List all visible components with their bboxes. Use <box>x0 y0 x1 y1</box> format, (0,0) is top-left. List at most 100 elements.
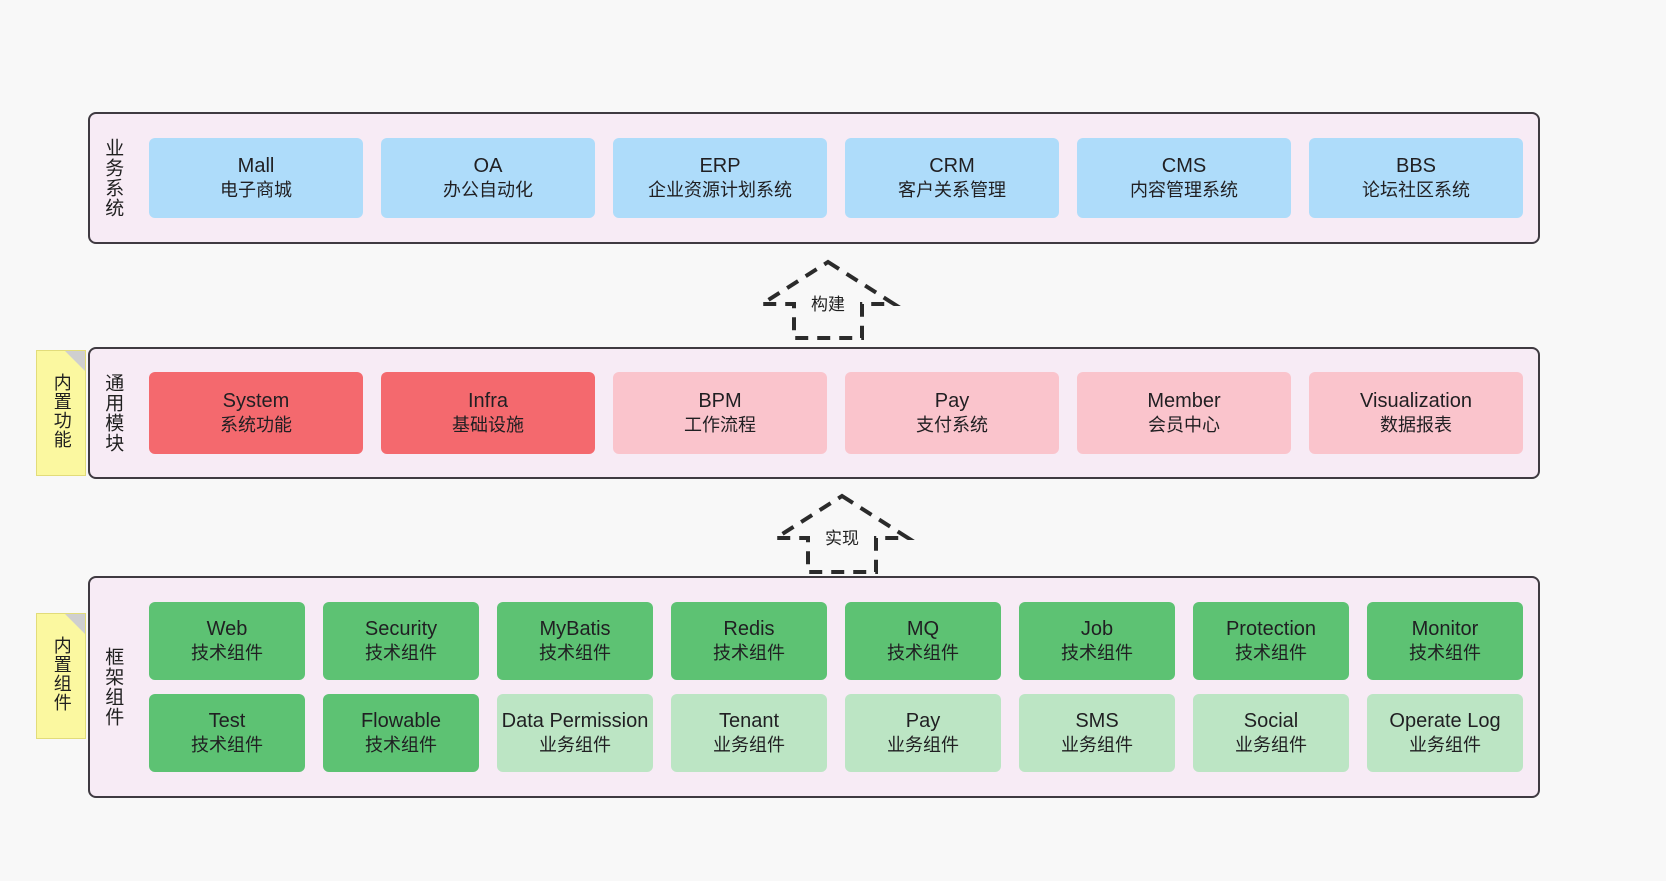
module-card-oa[interactable]: OA 办公自动化 <box>381 138 595 218</box>
module-card-infra[interactable]: Infra 基础设施 <box>381 372 595 454</box>
module-card-subtitle: 业务组件 <box>1061 735 1133 756</box>
module-card-subtitle: 技术组件 <box>365 735 437 756</box>
module-card-subtitle: 技术组件 <box>713 643 785 664</box>
module-card-flowable[interactable]: Flowable 技术组件 <box>323 694 479 772</box>
module-card-title: Member <box>1147 389 1221 412</box>
module-card-title: Data Permission <box>501 709 649 732</box>
module-card-security[interactable]: Security 技术组件 <box>323 602 479 680</box>
module-card-title: Pay <box>934 389 970 412</box>
module-card-title: Mall <box>237 154 275 177</box>
layer-label-business-system: 业务系统 <box>102 138 124 218</box>
module-card-subtitle: 论坛社区系统 <box>1362 180 1470 201</box>
module-card-member[interactable]: Member 会员中心 <box>1077 372 1291 454</box>
module-card-mybatis[interactable]: MyBatis 技术组件 <box>497 602 653 680</box>
module-card-title: Tenant <box>718 709 780 732</box>
module-card-title: Web <box>206 617 248 640</box>
module-card-title: Protection <box>1225 617 1317 640</box>
module-card-sms[interactable]: SMS 业务组件 <box>1019 694 1175 772</box>
module-card-subtitle: 办公自动化 <box>443 180 533 201</box>
module-card-redis[interactable]: Redis 技术组件 <box>671 602 827 680</box>
module-card-test[interactable]: Test 技术组件 <box>149 694 305 772</box>
dashed-hollow-arrow-up-icon <box>769 493 915 574</box>
module-card-subtitle: 技术组件 <box>1061 643 1133 664</box>
module-card-erp[interactable]: ERP 企业资源计划系统 <box>613 138 827 218</box>
layer-label-common-module: 通用模块 <box>102 373 124 453</box>
module-card-subtitle: 电子商城 <box>220 180 292 201</box>
module-card-visualization[interactable]: Visualization 数据报表 <box>1309 372 1523 454</box>
module-card-title: SMS <box>1075 709 1119 732</box>
module-card-protection[interactable]: Protection 技术组件 <box>1193 602 1349 680</box>
sticky-note-builtin-component: 内置组件 <box>36 613 86 739</box>
module-card-bpm[interactable]: BPM 工作流程 <box>613 372 827 454</box>
module-card-subtitle: 技术组件 <box>539 643 611 664</box>
module-card-title: OA <box>473 154 503 177</box>
module-card-subtitle: 数据报表 <box>1380 415 1452 436</box>
connector-label: 构建 <box>811 295 845 314</box>
framework-component-grid: Web 技术组件 Security 技术组件 MyBatis 技术组件 Redi… <box>134 578 1538 796</box>
module-card-title: CMS <box>1161 154 1207 177</box>
connector-label: 实现 <box>825 529 859 548</box>
module-card-subtitle: 技术组件 <box>1409 643 1481 664</box>
sticky-note-builtin-function: 内置功能 <box>36 350 86 476</box>
module-card-title: MQ <box>906 617 940 640</box>
framework-business-component-row: Test 技术组件 Flowable 技术组件 Data Permission … <box>140 694 1532 772</box>
module-card-title: Job <box>1080 617 1114 640</box>
common-module-card-list: System 系统功能 Infra 基础设施 BPM 工作流程 Pay 支付系统… <box>134 349 1538 477</box>
module-card-crm[interactable]: CRM 客户关系管理 <box>845 138 1059 218</box>
module-card-bbs[interactable]: BBS 论坛社区系统 <box>1309 138 1523 218</box>
module-card-pay[interactable]: Pay 支付系统 <box>845 372 1059 454</box>
module-card-monitor[interactable]: Monitor 技术组件 <box>1367 602 1523 680</box>
module-card-subtitle: 系统功能 <box>220 415 292 436</box>
module-card-title: ERP <box>699 154 741 177</box>
layer-framework-component: 框架组件 Web 技术组件 Security 技术组件 MyBatis 技术组件… <box>88 576 1540 798</box>
module-card-title: Flowable <box>360 709 442 732</box>
module-card-title: Infra <box>467 389 509 412</box>
module-card-mq[interactable]: MQ 技术组件 <box>845 602 1001 680</box>
module-card-subtitle: 业务组件 <box>539 735 611 756</box>
module-card-title: Visualization <box>1360 389 1472 412</box>
module-card-job[interactable]: Job 技术组件 <box>1019 602 1175 680</box>
module-card-subtitle: 技术组件 <box>191 735 263 756</box>
dashed-hollow-arrow-up-icon <box>755 259 901 340</box>
module-card-social[interactable]: Social 业务组件 <box>1193 694 1349 772</box>
module-card-title: CRM <box>929 154 975 177</box>
layer-label-framework-component: 框架组件 <box>102 647 124 727</box>
layer-common-module: 通用模块 System 系统功能 Infra 基础设施 BPM 工作流程 Pay… <box>88 347 1540 479</box>
module-card-subtitle: 技术组件 <box>1235 643 1307 664</box>
module-card-subtitle: 会员中心 <box>1148 415 1220 436</box>
module-card-title: Operate Log <box>1389 709 1501 732</box>
module-card-subtitle: 基础设施 <box>452 415 524 436</box>
module-card-subtitle: 业务组件 <box>713 735 785 756</box>
connector-build: 构建 <box>755 258 901 340</box>
module-card-subtitle: 业务组件 <box>1235 735 1307 756</box>
module-card-subtitle: 技术组件 <box>191 643 263 664</box>
module-card-subtitle: 支付系统 <box>916 415 988 436</box>
module-card-title: Pay <box>905 709 941 732</box>
module-card-title: Monitor <box>1411 617 1479 640</box>
framework-tech-component-row: Web 技术组件 Security 技术组件 MyBatis 技术组件 Redi… <box>140 602 1532 680</box>
module-card-subtitle: 技术组件 <box>887 643 959 664</box>
module-card-title: Security <box>364 617 438 640</box>
module-card-title: BPM <box>698 389 742 412</box>
module-card-operate-log[interactable]: Operate Log 业务组件 <box>1367 694 1523 772</box>
module-card-web[interactable]: Web 技术组件 <box>149 602 305 680</box>
module-card-tenant[interactable]: Tenant 业务组件 <box>671 694 827 772</box>
module-card-subtitle: 企业资源计划系统 <box>648 180 792 201</box>
module-card-subtitle: 工作流程 <box>684 415 756 436</box>
module-card-subtitle: 业务组件 <box>887 735 959 756</box>
module-card-title: System <box>222 389 290 412</box>
module-card-cms[interactable]: CMS 内容管理系统 <box>1077 138 1291 218</box>
module-card-system[interactable]: System 系统功能 <box>149 372 363 454</box>
module-card-title: MyBatis <box>539 617 611 640</box>
module-card-title: Redis <box>723 617 775 640</box>
module-card-subtitle: 技术组件 <box>365 643 437 664</box>
module-card-data-permission[interactable]: Data Permission 业务组件 <box>497 694 653 772</box>
module-card-title: Social <box>1243 709 1299 732</box>
module-card-subtitle: 业务组件 <box>1409 735 1481 756</box>
business-system-card-list: Mall 电子商城 OA 办公自动化 ERP 企业资源计划系统 CRM 客户关系… <box>134 114 1538 242</box>
module-card-pay-business[interactable]: Pay 业务组件 <box>845 694 1001 772</box>
module-card-mall[interactable]: Mall 电子商城 <box>149 138 363 218</box>
module-card-title: BBS <box>1395 154 1437 177</box>
module-card-subtitle: 内容管理系统 <box>1130 180 1238 201</box>
